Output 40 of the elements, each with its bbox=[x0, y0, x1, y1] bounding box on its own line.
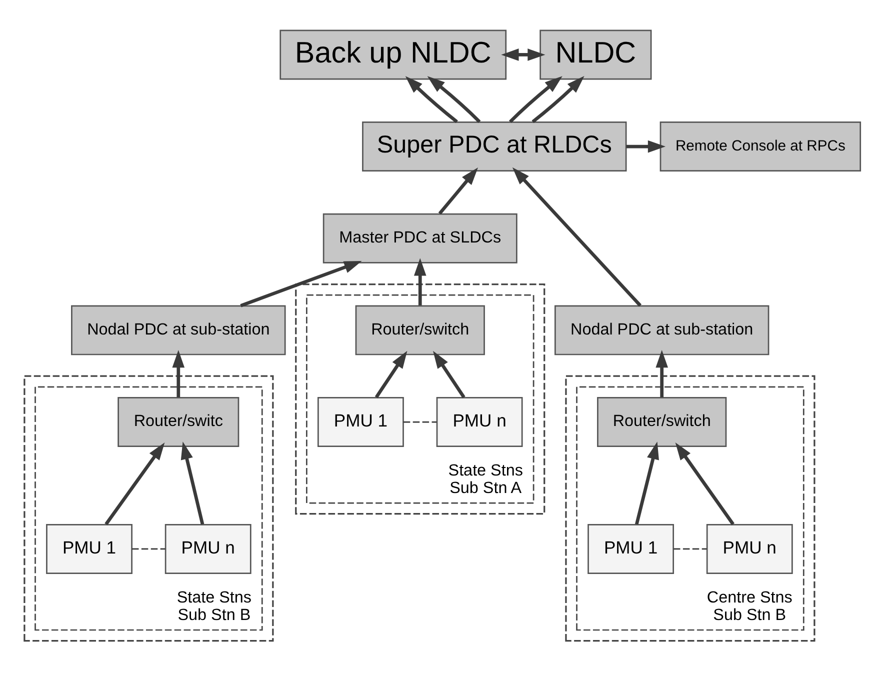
arrow bbox=[508, 76, 562, 123]
node-box: Nodal PDC at sub-station bbox=[71, 305, 286, 356]
arrow bbox=[180, 442, 204, 525]
node-box: PMU n bbox=[164, 524, 252, 574]
node-box: Router/switch bbox=[597, 397, 727, 447]
arrow bbox=[374, 350, 408, 398]
arrow bbox=[172, 350, 185, 398]
arrow bbox=[438, 168, 478, 215]
arrow bbox=[405, 76, 458, 124]
node-box: PMU 1 bbox=[588, 524, 674, 574]
arrow bbox=[427, 76, 481, 123]
arrow bbox=[433, 350, 466, 398]
node-box: PMU n bbox=[706, 524, 793, 574]
node-box: Super PDC at RLDCs bbox=[362, 122, 627, 172]
node-box: PMU n bbox=[436, 397, 523, 447]
node-box: Router/switch bbox=[355, 305, 485, 356]
node-box: Remote Console at RPCs bbox=[660, 122, 862, 172]
arrow bbox=[512, 167, 642, 307]
arrow bbox=[414, 258, 426, 306]
node-box: PMU 1 bbox=[317, 397, 404, 447]
node-box: Master PDC at SLDCs bbox=[322, 213, 518, 264]
arrow bbox=[501, 48, 546, 61]
node-box: NLDC bbox=[540, 30, 652, 80]
node-box: Nodal PDC at sub-station bbox=[554, 305, 770, 356]
arrow bbox=[635, 442, 659, 525]
cluster bbox=[565, 375, 816, 642]
connector bbox=[403, 421, 437, 423]
cluster bbox=[24, 375, 274, 642]
connector bbox=[132, 548, 166, 550]
arrow bbox=[675, 442, 734, 526]
node-box: PMU 1 bbox=[46, 524, 132, 574]
node-box: Router/switc bbox=[118, 397, 240, 447]
arrow bbox=[626, 140, 666, 153]
arrow bbox=[240, 261, 362, 308]
arrow bbox=[532, 76, 584, 124]
arrow bbox=[104, 442, 165, 526]
arrow bbox=[656, 350, 668, 398]
connector bbox=[673, 548, 707, 550]
cluster bbox=[295, 283, 546, 515]
node-box: Back up NLDC bbox=[280, 30, 507, 80]
